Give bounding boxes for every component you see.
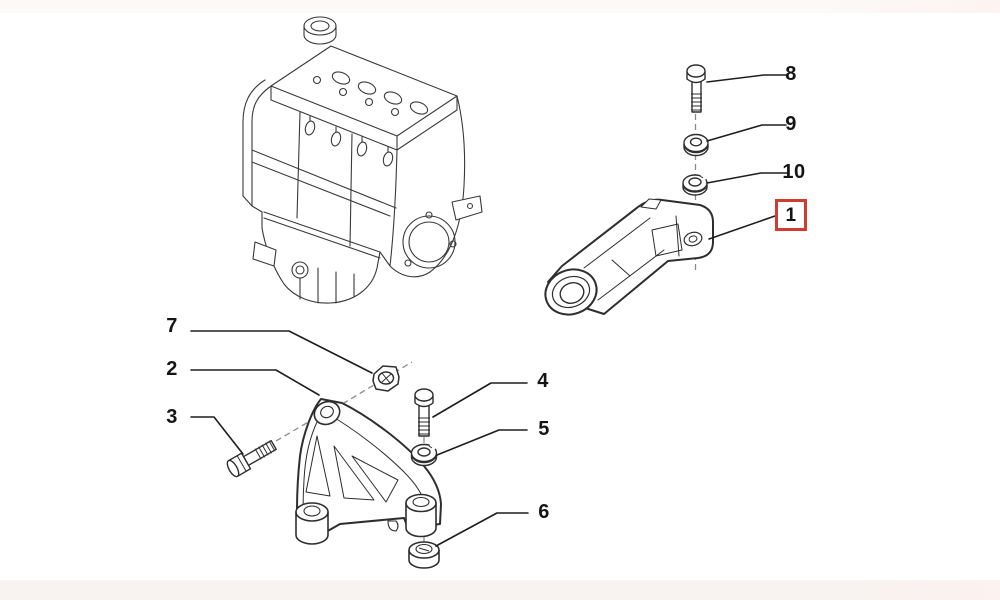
part-bushing-6 (408, 541, 440, 569)
part-bolt-8 (686, 64, 706, 113)
callout-2[interactable]: 2 (166, 358, 178, 380)
engine-line-art (242, 16, 483, 304)
callout-7[interactable]: 7 (166, 315, 178, 337)
callout-3[interactable]: 3 (166, 406, 178, 428)
callout-4[interactable]: 4 (537, 370, 549, 392)
callout-leader-lines (190, 74, 789, 547)
part-lock-washer-5 (410, 443, 438, 467)
callout-9[interactable]: 9 (785, 113, 797, 135)
part-bolt-4 (414, 388, 434, 437)
callout-8[interactable]: 8 (785, 63, 797, 85)
top-watermark-band (0, 0, 1000, 13)
callout-10[interactable]: 10 (782, 161, 806, 183)
part-bracket-2 (295, 398, 442, 545)
part-washer-9 (683, 133, 709, 157)
callout-1-highlighted[interactable]: 1 (775, 199, 807, 231)
part-lock-washer-10 (682, 174, 708, 196)
callout-5[interactable]: 5 (538, 418, 550, 440)
callout-6[interactable]: 6 (538, 501, 550, 523)
part-torque-arm-1 (544, 198, 714, 316)
bottom-watermark-band (0, 580, 1000, 600)
part-nut-7 (372, 365, 400, 392)
part-bolt-3 (226, 439, 277, 478)
